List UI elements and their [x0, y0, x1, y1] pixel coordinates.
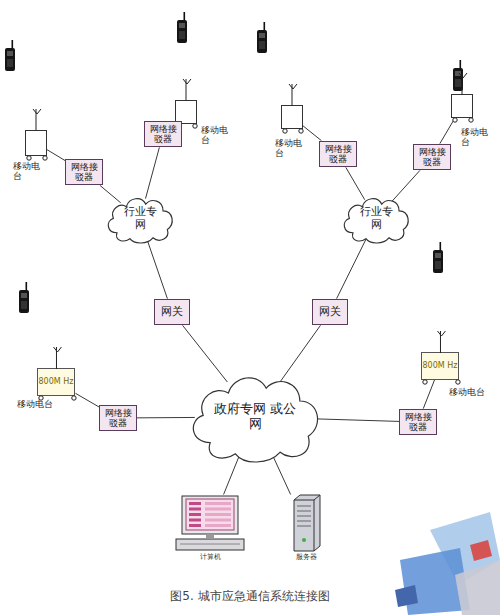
network-cloud: 行业专网	[340, 194, 412, 245]
node-label: 政府专网 或公网	[213, 402, 297, 432]
corner-decoration	[395, 512, 500, 615]
network-link	[147, 239, 167, 298]
station-label: 移动电台	[17, 399, 57, 409]
network-adapter-box: 网络接驳器	[65, 159, 103, 186]
node-label: 网络接驳器	[323, 144, 353, 165]
network-link	[280, 325, 320, 381]
node-label: 服务器	[296, 553, 317, 561]
node-label: 网络接驳器	[403, 412, 433, 433]
mobile-radio-unit: 800M Hz移动电台	[421, 352, 460, 380]
mobile-radio-unit: 移动电台	[451, 94, 473, 118]
network-link	[337, 239, 367, 299]
gateway-box: 网关	[312, 299, 348, 326]
band-label: 800M Hz	[423, 362, 458, 370]
node-label: 网关	[318, 306, 342, 319]
mobile-radio-unit: 移动电台	[281, 105, 303, 129]
station-label: 移动电台	[13, 161, 41, 182]
node-label: 网络接驳器	[103, 408, 133, 429]
antenna-and-wheels	[422, 327, 459, 387]
antenna-and-wheels	[26, 105, 46, 165]
server-unit: 服务器	[286, 494, 326, 561]
handheld-radio	[5, 12, 463, 313]
network-link	[346, 167, 365, 199]
network-link	[272, 455, 290, 495]
node-label: 网络接驳器	[69, 162, 99, 183]
network-link	[303, 126, 321, 141]
network-link	[392, 170, 420, 201]
network-link	[440, 118, 455, 144]
server-drawing	[290, 494, 322, 552]
figure-caption: 图5. 城市应急通信系统连接图	[0, 588, 500, 605]
mobile-radio-unit: 移动电台	[25, 130, 47, 156]
gateway-box: 网关	[154, 299, 190, 326]
network-adapter-box: 网络接驳器	[413, 144, 451, 171]
computer-drawing	[174, 494, 246, 552]
mobile-radio-unit: 800M Hz移动电台	[37, 368, 76, 396]
station-label: 移动电台	[275, 138, 303, 159]
network-link	[100, 185, 121, 202]
network-adapter-box: 网络接驳器	[144, 121, 182, 148]
network-cloud: 行业专网	[104, 194, 176, 245]
node-label: 行业专网	[354, 206, 397, 231]
network-adapter-box: 网络接驳器	[399, 409, 437, 436]
network-adapter-box: 网络接驳器	[319, 141, 357, 168]
band-label: 800M Hz	[39, 378, 74, 386]
antenna-and-wheels	[38, 343, 75, 403]
network-link	[47, 150, 65, 161]
station-label: 移动电台	[449, 387, 489, 397]
network-link	[315, 419, 399, 422]
node-label: 网络接驳器	[148, 124, 178, 145]
node-label: 行业专网	[118, 206, 161, 231]
computer-terminal: 计算机	[172, 494, 248, 561]
network-cloud: 政府专网 或公网	[185, 369, 325, 465]
network-link	[224, 455, 240, 494]
station-label: 移动电台	[461, 127, 489, 148]
antenna-and-wheels	[282, 80, 302, 140]
station-label: 移动电台	[201, 125, 229, 146]
network-link	[137, 417, 195, 418]
node-label: 网关	[160, 306, 184, 319]
network-adapter-box: 网络接驳器	[99, 405, 137, 432]
network-link	[423, 380, 434, 409]
node-label: 计算机	[200, 553, 221, 561]
node-label: 网络接驳器	[417, 147, 447, 168]
network-link	[75, 393, 99, 407]
antenna-and-wheels	[452, 69, 472, 129]
network-link	[146, 147, 160, 198]
network-link	[183, 325, 228, 382]
